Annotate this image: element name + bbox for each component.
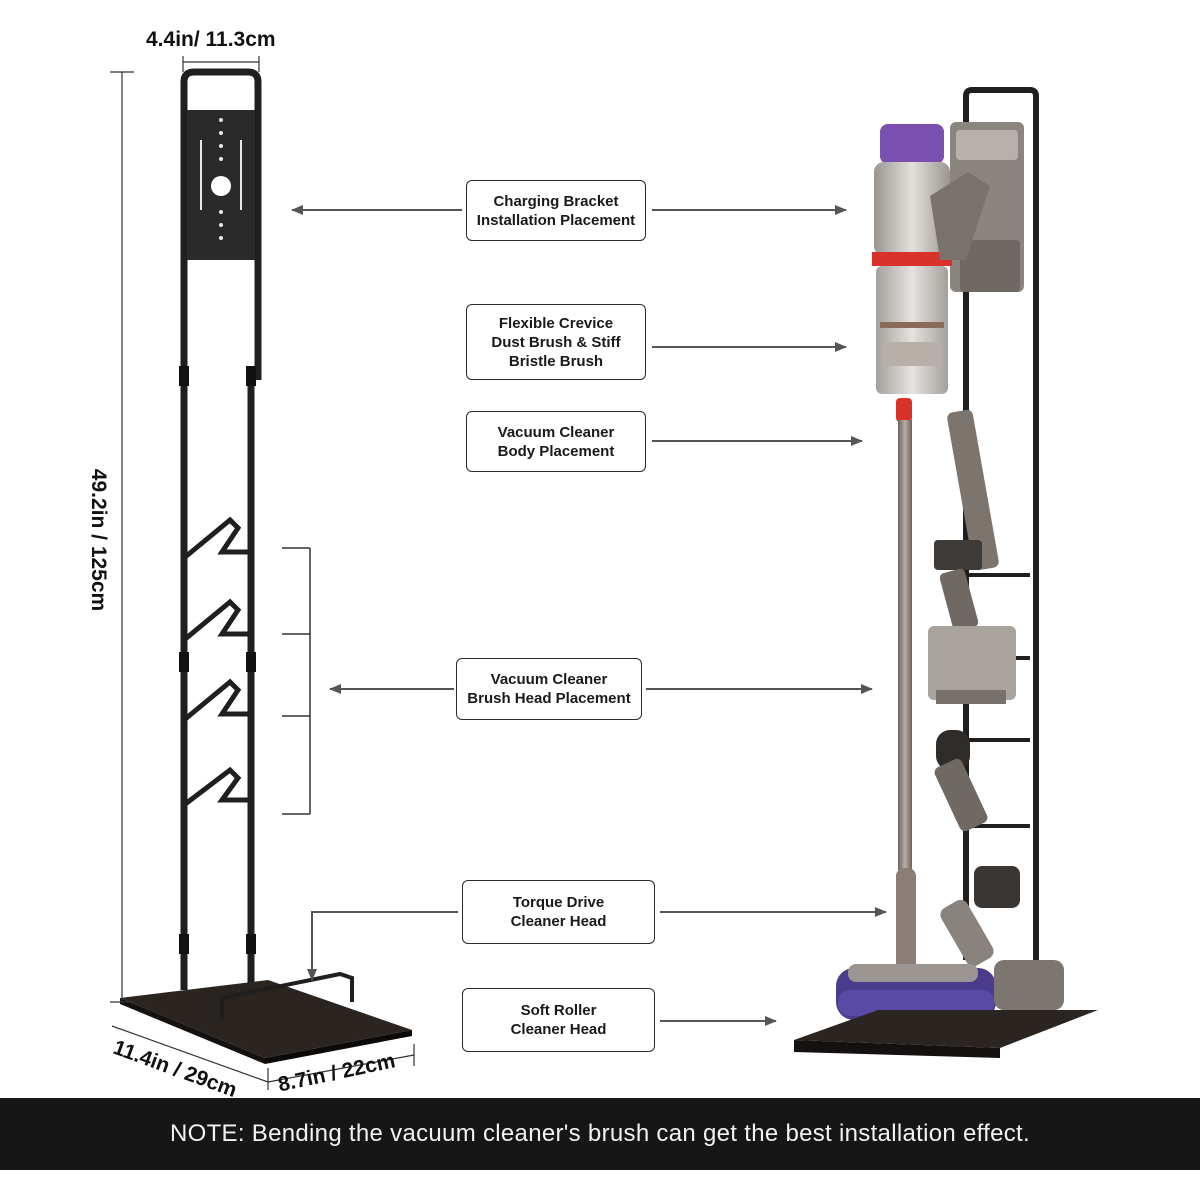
- callout-brush-head: Vacuum Cleaner Brush Head Placement: [456, 658, 642, 720]
- callout-line: Brush Head Placement: [467, 690, 631, 707]
- callout-line: Installation Placement: [476, 211, 636, 229]
- callout-line: Body Placement: [497, 442, 615, 460]
- note-bar: NOTE: Bending the vacuum cleaner's brush…: [0, 1098, 1200, 1170]
- brush-head-bracket: [282, 547, 311, 815]
- callout-line: Charging Bracket: [493, 192, 619, 210]
- callout-arrows: [291, 205, 887, 1026]
- height-dimension-label: 49.2in / 125cm: [87, 468, 110, 612]
- callout-charging-bracket: Charging Bracket Installation Placement: [466, 180, 646, 241]
- callout-line: Vacuum Cleaner: [497, 423, 615, 441]
- callout-line: Flexible Crevice: [498, 314, 614, 332]
- callout-line: Cleaner Head: [510, 913, 607, 930]
- empty-stand-illustration: [120, 68, 412, 1064]
- width-dimension-label: 4.4in/ 11.3cm: [146, 28, 276, 51]
- callout-body-placement: Vacuum Cleaner Body Placement: [466, 411, 646, 472]
- vacuum-wand: [898, 420, 912, 870]
- callout-line: Dust Brush & Stiff: [491, 333, 621, 351]
- callout-crevice-brush: Flexible Crevice Dust Brush & Stiff Bris…: [466, 304, 646, 380]
- loaded-stand-illustration: [794, 87, 1098, 1058]
- callout-torque-drive: Torque Drive Cleaner Head: [462, 880, 655, 944]
- installation-note: NOTE: Bending the vacuum cleaner's brush…: [169, 1120, 1030, 1147]
- dimension-lines: [110, 56, 415, 1090]
- callout-line: Vacuum Cleaner: [490, 671, 608, 688]
- callout-line: Cleaner Head: [510, 1021, 607, 1038]
- callout-line: Torque Drive: [512, 894, 605, 911]
- callout-soft-roller: Soft Roller Cleaner Head: [462, 988, 655, 1052]
- callout-line: Soft Roller: [520, 1002, 597, 1019]
- callout-line: Bristle Brush: [508, 352, 604, 370]
- vacuum-filter-cap: [880, 124, 944, 164]
